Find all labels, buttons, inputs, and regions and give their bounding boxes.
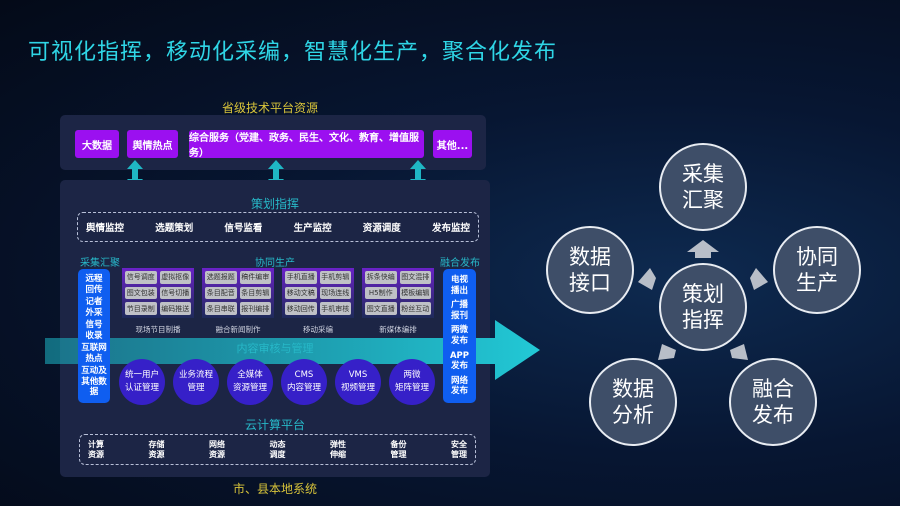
- page-title: 可视化指挥，移动化采编，智慧化生产，聚合化发布: [28, 40, 558, 65]
- production-chip: 编码推送: [159, 302, 191, 315]
- cloud-item: 网络 资源: [209, 439, 225, 459]
- planning-title: 策划指挥: [250, 197, 299, 211]
- collect-column: 远程 回传记者 外采信号 收录互联网 热点互动及 其他数据: [78, 269, 110, 403]
- production-chip: 节目录制: [125, 302, 157, 315]
- production-chip: 图文直播: [365, 302, 397, 315]
- review-circle: 两微 矩阵管理: [389, 359, 435, 405]
- production-chip: 图文混排: [399, 271, 431, 284]
- cloud-item: 安全 管理: [451, 439, 467, 459]
- planning-item: 舆情监控: [86, 223, 125, 234]
- production-chip: 手机剪辑: [319, 271, 351, 284]
- production-group-label: 移动采编: [303, 325, 333, 334]
- cycle-node-analysis: 数据 分析: [589, 358, 677, 446]
- cloud-item: 动态 调度: [269, 439, 286, 459]
- cloud-row: 计算 资源 存储 资源 网络 资源 动态 调度 弹性 伸缩 备份 管理 安全 管理: [79, 434, 476, 465]
- production-group-label: 融合新闻制作: [215, 325, 261, 334]
- production-chip: 条目剪辑: [239, 286, 271, 300]
- arrow-left-icon: [638, 268, 656, 290]
- planning-item: 生产监控: [293, 223, 332, 234]
- planning-item: 选题策划: [155, 223, 194, 234]
- production-title: 协同生产: [255, 258, 295, 269]
- collect-item: 记者 外采: [85, 296, 103, 318]
- cycle-node-collect: 采集 汇聚: [659, 143, 747, 231]
- production-group-label: 新媒体编排: [379, 325, 417, 334]
- collect-item: 信号 收录: [85, 320, 103, 341]
- cycle-node-interface: 数据 接口: [546, 226, 634, 314]
- production-group: 信号调度虚拟抠像图文包装信号切播节目录制编码推送: [122, 268, 194, 318]
- planning-item: 发布监控: [431, 223, 470, 234]
- production-chip: H5制作: [365, 286, 397, 300]
- production-chip: 信号切播: [159, 286, 191, 300]
- planning-item: 资源调度: [362, 223, 401, 234]
- collect-item: 互动及 其他数据: [81, 366, 107, 398]
- publish-item: 电视 播出: [450, 274, 468, 296]
- review-title: 内容审核与管理: [236, 342, 314, 355]
- planning-row: 舆情监控 选题策划 信号监看 生产监控 资源调度 发布监控: [77, 212, 479, 242]
- provincial-item-hotspot[interactable]: 舆情热点: [127, 130, 178, 158]
- production-group-label: 现场节目制播: [135, 325, 181, 334]
- arrow-down-right-icon: [730, 344, 748, 360]
- publish-item: 两微 发布: [450, 325, 468, 346]
- production-chip: 图文包装: [125, 286, 157, 300]
- production-chip: 条目配音: [205, 286, 237, 300]
- production-chip: 移动文稿: [285, 286, 317, 300]
- collect-item: 远程 回传: [85, 273, 103, 295]
- review-circle: 全媒体 资源管理: [227, 359, 273, 405]
- cycle-node-produce: 协同 生产: [773, 226, 861, 314]
- provincial-item-services[interactable]: 综合服务（党建、政务、民生、文化、教育、增值服务）: [189, 130, 424, 159]
- cloud-item: 计算 资源: [88, 439, 104, 459]
- publish-column: 电视 播出广播 报刊两微 发布 APP 发布网络 发布: [443, 269, 476, 403]
- provincial-item-bigdata[interactable]: 大数据: [75, 130, 119, 158]
- arrow-down-left-icon: [658, 344, 676, 360]
- collect-item: 互联网 热点: [81, 343, 107, 364]
- production-chip: 移动回传: [285, 302, 317, 315]
- review-circle: 业务流程 管理: [173, 359, 219, 405]
- publish-title: 融合发布: [440, 258, 480, 269]
- production-group: 手机直播手机剪辑移动文稿现场连线移动回传手机审核: [282, 268, 354, 318]
- local-caption: 市、县本地系统: [232, 482, 317, 496]
- production-chip: 现场连线: [319, 286, 351, 300]
- production-chip: 信号调度: [125, 271, 157, 284]
- cycle-center: 策划 指挥: [659, 263, 747, 351]
- production-chip: 选题报题: [205, 271, 237, 284]
- provincial-item-other[interactable]: 其他...: [433, 130, 472, 158]
- cloud-item: 备份 管理: [390, 439, 407, 459]
- production-chip: 手机审核: [319, 302, 351, 315]
- cycle-node-publish: 融合 发布: [729, 358, 817, 446]
- cloud-item: 存储 资源: [148, 439, 165, 459]
- arrow-up-icon: [687, 240, 719, 258]
- production-chip: 粉丝互动: [399, 302, 431, 315]
- planning-item: 信号监看: [224, 223, 263, 234]
- production-chip: 报刊编排: [239, 302, 271, 315]
- production-chip: 模板编辑: [399, 286, 431, 300]
- review-circle: CMS 内容管理: [281, 359, 327, 405]
- provincial-caption: 省级技术平台资源: [221, 101, 318, 115]
- collect-title: 采集汇聚: [80, 258, 120, 269]
- review-circle: 统一用户 认证管理: [119, 359, 165, 405]
- cloud-title: 云计算平台: [244, 418, 305, 432]
- production-chip: 手机直播: [285, 271, 317, 284]
- review-circle: VMS 视频管理: [335, 359, 381, 405]
- cloud-item: 弹性 伸缩: [330, 439, 346, 459]
- production-chip: 拆条快编: [365, 271, 397, 284]
- publish-item: 广播 报刊: [450, 300, 468, 321]
- publish-item: APP 发布: [449, 350, 470, 372]
- production-chip: 条目串联: [205, 302, 237, 315]
- main-panel: [60, 180, 490, 477]
- publish-item: 网络 发布: [450, 375, 468, 397]
- production-group: 选题报题稿件编审条目配音条目剪辑条目串联报刊编排: [202, 268, 274, 318]
- production-chip: 虚拟抠像: [159, 271, 191, 284]
- arrow-right-icon: [750, 268, 768, 290]
- production-chip: 稿件编审: [239, 271, 271, 284]
